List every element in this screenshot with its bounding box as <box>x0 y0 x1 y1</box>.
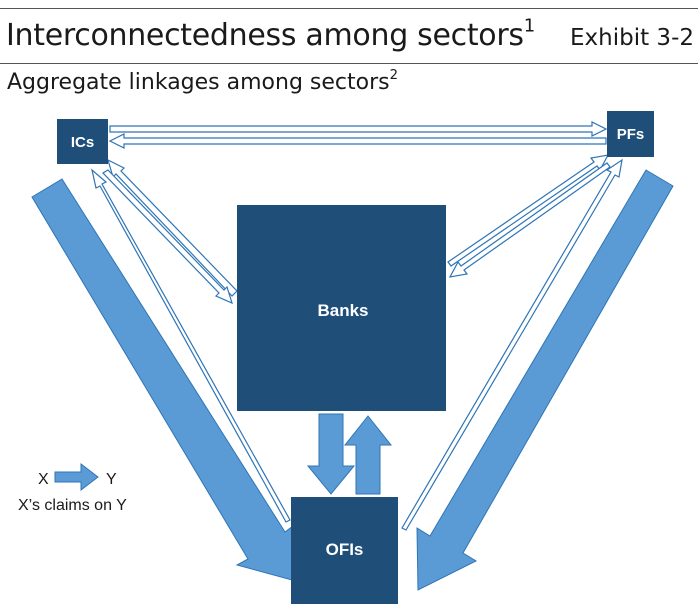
node-ics-box <box>57 119 108 164</box>
arrow-ics-to-banks <box>102 169 233 305</box>
subtitle-footnote-marker: 2 <box>389 68 398 84</box>
page-title-text: Interconnectedness among sectors <box>6 18 524 53</box>
title-footnote-marker: 1 <box>523 15 535 37</box>
arrow-banks-to-ics <box>107 158 238 297</box>
legend-caption: X’s claims on Y <box>18 497 127 514</box>
legend-to-label: Y <box>106 471 117 488</box>
page-title: Interconnectedness among sectors1 <box>6 16 535 56</box>
arrow-banks-to-ofis <box>306 413 356 495</box>
node-banks-box <box>237 205 446 411</box>
node-pfs-label: PFs <box>617 126 645 143</box>
node-ofis-box <box>291 497 398 604</box>
arrow-banks-to-pfs <box>447 154 610 267</box>
legend-from-label: X <box>38 471 49 488</box>
node-ics-label: ICs <box>71 134 94 151</box>
subtitle-text: Aggregate linkages among sectors <box>7 70 390 95</box>
top-rule <box>0 8 698 9</box>
arrow-ofis-to-ics <box>91 168 291 523</box>
node-banks-label: Banks <box>317 301 368 320</box>
arrow-ofis-to-pfs <box>401 158 623 531</box>
subtitle: Aggregate linkages among sectors2 <box>7 68 398 98</box>
arrow-ics-to-pfs <box>109 121 608 137</box>
exhibit-label: Exhibit 3-2 <box>570 25 694 51</box>
legend: X Y X’s claims on Y <box>18 462 127 514</box>
node-pfs-box <box>607 111 654 157</box>
arrow-pfs-to-ics <box>108 133 607 149</box>
arrow-pfs-to-banks <box>448 162 611 278</box>
header-rule <box>0 63 698 64</box>
node-ofis-label: OFIs <box>326 540 364 559</box>
arrow-pfs-to-ofis <box>416 169 674 591</box>
legend-arrow <box>54 462 99 492</box>
arrow-ofis-to-banks <box>343 415 393 495</box>
